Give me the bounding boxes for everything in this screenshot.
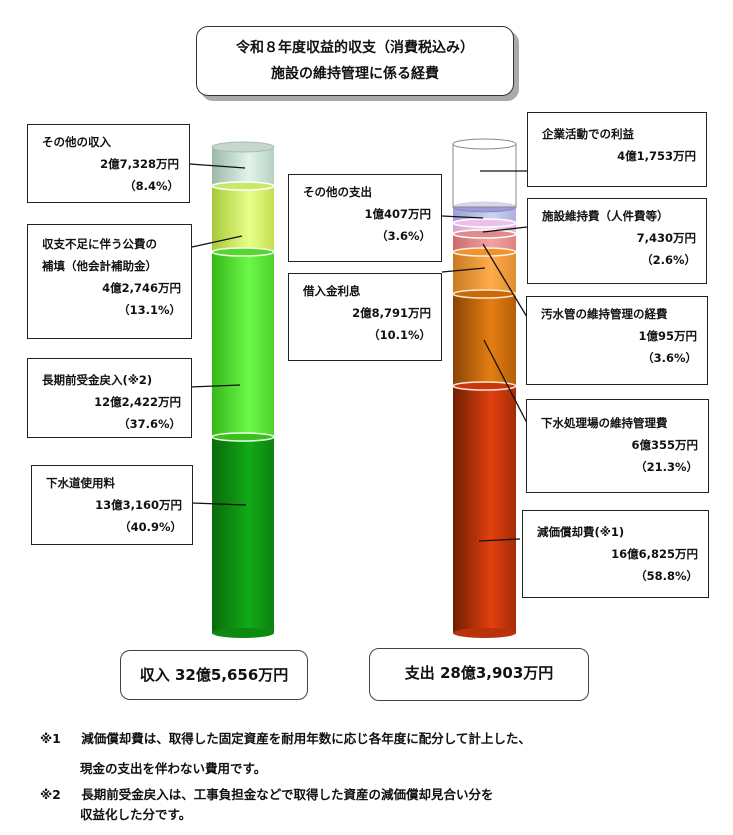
segment-usage-fee[interactable] <box>212 437 274 633</box>
label-depreciation: 減価償却費(※1) 16億6,825万円 （58.8%） <box>522 510 709 598</box>
segment-long-term-deferred[interactable] <box>212 252 274 437</box>
segment-depreciation[interactable] <box>453 386 516 633</box>
note-2: ※2 長期前受金戻入は、工事負担金などで取得した資産の減価償却見合い分を <box>40 786 493 804</box>
label-long-term-deferred: 長期前受金戻入(※2) 12億2,422万円 （37.6%） <box>27 358 192 438</box>
label-percent: （10.1%） <box>368 328 431 342</box>
label-percent: （13.1%） <box>118 303 181 317</box>
label-amount: 7,430万円 <box>636 231 696 245</box>
label-sewer-pipe: 汚水管の維持管理の経費 1億95万円 （3.6%） <box>526 296 708 385</box>
label-amount: 2億7,328万円 <box>100 157 179 171</box>
segment-profit[interactable] <box>452 143 517 208</box>
label-percent: （21.3%） <box>635 460 698 474</box>
label-subsidy: 収支不足に伴う公費の 補填（他会計補助金） 4億2,746万円 （13.1%） <box>27 224 192 339</box>
label-name-line2: 補填（他会計補助金） <box>42 259 157 273</box>
label-name: 施設維持費（人件費等） <box>542 209 669 223</box>
label-interest: 借入金利息 2億8,791万円 （10.1%） <box>288 273 442 361</box>
segment-interest[interactable] <box>453 234 516 252</box>
label-other-income: その他の収入 2億7,328万円 （8.4%） <box>27 124 190 203</box>
label-percent: （8.4%） <box>124 179 179 193</box>
note-2-line1: 長期前受金戻入は、工事負担金などで取得した資産の減価償却見合い分を <box>81 787 494 802</box>
chart-title-line2: 施設の維持管理に係る経費 <box>271 66 439 82</box>
label-name: 長期前受金戻入(※2) <box>42 373 153 387</box>
label-name: 下水処理場の維持管理費 <box>541 416 668 430</box>
label-amount: 2億8,791万円 <box>352 306 431 320</box>
label-name: 企業活動での利益 <box>542 127 634 141</box>
segment-subsidy[interactable] <box>212 186 274 252</box>
note-1-line1: 減価償却費は、取得した固定資産を耐用年数に応じ各年度に配分して計上した、 <box>81 731 531 746</box>
note-1-line2: 現金の支出を伴わない費用です。 <box>80 761 267 776</box>
leader-lines <box>189 163 528 542</box>
label-name: 減価償却費(※1) <box>537 525 625 539</box>
note-2-mark: ※2 <box>40 787 61 802</box>
label-amount: 12億2,422万円 <box>94 395 181 409</box>
label-percent: （3.6%） <box>642 351 697 365</box>
label-amount: 1億95万円 <box>638 329 697 343</box>
label-other-expense: その他の支出 1億407万円 （3.6%） <box>288 174 442 262</box>
chart-title-line1: 令和８年度収益的収支（消費税込み） <box>236 40 474 56</box>
note-1-mark: ※1 <box>40 731 61 746</box>
label-amount: 1億407万円 <box>364 207 431 221</box>
label-amount: 4億2,746万円 <box>102 281 181 295</box>
label-name: 収支不足に伴う公費の <box>42 237 157 251</box>
label-percent: （37.6%） <box>118 417 181 431</box>
label-amount: 4億1,753万円 <box>617 149 696 163</box>
label-usage-fee: 下水道使用料 13億3,160万円 （40.9%） <box>31 465 193 545</box>
label-amount: 6億355万円 <box>631 438 698 452</box>
label-amount: 13億3,160万円 <box>95 498 182 512</box>
label-facility-maintenance: 施設維持費（人件費等） 7,430万円 （2.6%） <box>527 198 707 284</box>
chart-title-box: 令和８年度収益的収支（消費税込み） 施設の維持管理に係る経費 <box>196 26 514 96</box>
expense-total: 支出 28億3,903万円 <box>369 648 589 701</box>
label-name: その他の収入 <box>42 135 111 149</box>
expense-cylinder <box>452 138 517 638</box>
income-total: 収入 32億5,656万円 <box>120 650 308 700</box>
label-name: 下水道使用料 <box>46 476 115 490</box>
label-profit: 企業活動での利益 4億1,753万円 <box>527 112 707 187</box>
label-plant-maintenance: 下水処理場の維持管理費 6億355万円 （21.3%） <box>526 399 709 493</box>
note-2-line2: 収益化した分です。 <box>80 807 192 822</box>
label-percent: （40.9%） <box>119 520 182 534</box>
segment-facility-maintenance[interactable] <box>453 223 516 234</box>
note-1: ※1 減価償却費は、取得した固定資産を耐用年数に応じ各年度に配分して計上した、 <box>40 730 531 748</box>
income-cylinder <box>211 141 275 638</box>
label-amount: 16億6,825万円 <box>611 547 698 561</box>
label-percent: （2.6%） <box>641 253 696 267</box>
label-percent: （58.8%） <box>635 569 698 583</box>
label-percent: （3.6%） <box>376 229 431 243</box>
segment-sewer-pipe[interactable] <box>453 252 516 294</box>
label-name: 汚水管の維持管理の経費 <box>541 307 668 321</box>
label-name: 借入金利息 <box>303 284 361 298</box>
label-name: その他の支出 <box>303 185 372 199</box>
